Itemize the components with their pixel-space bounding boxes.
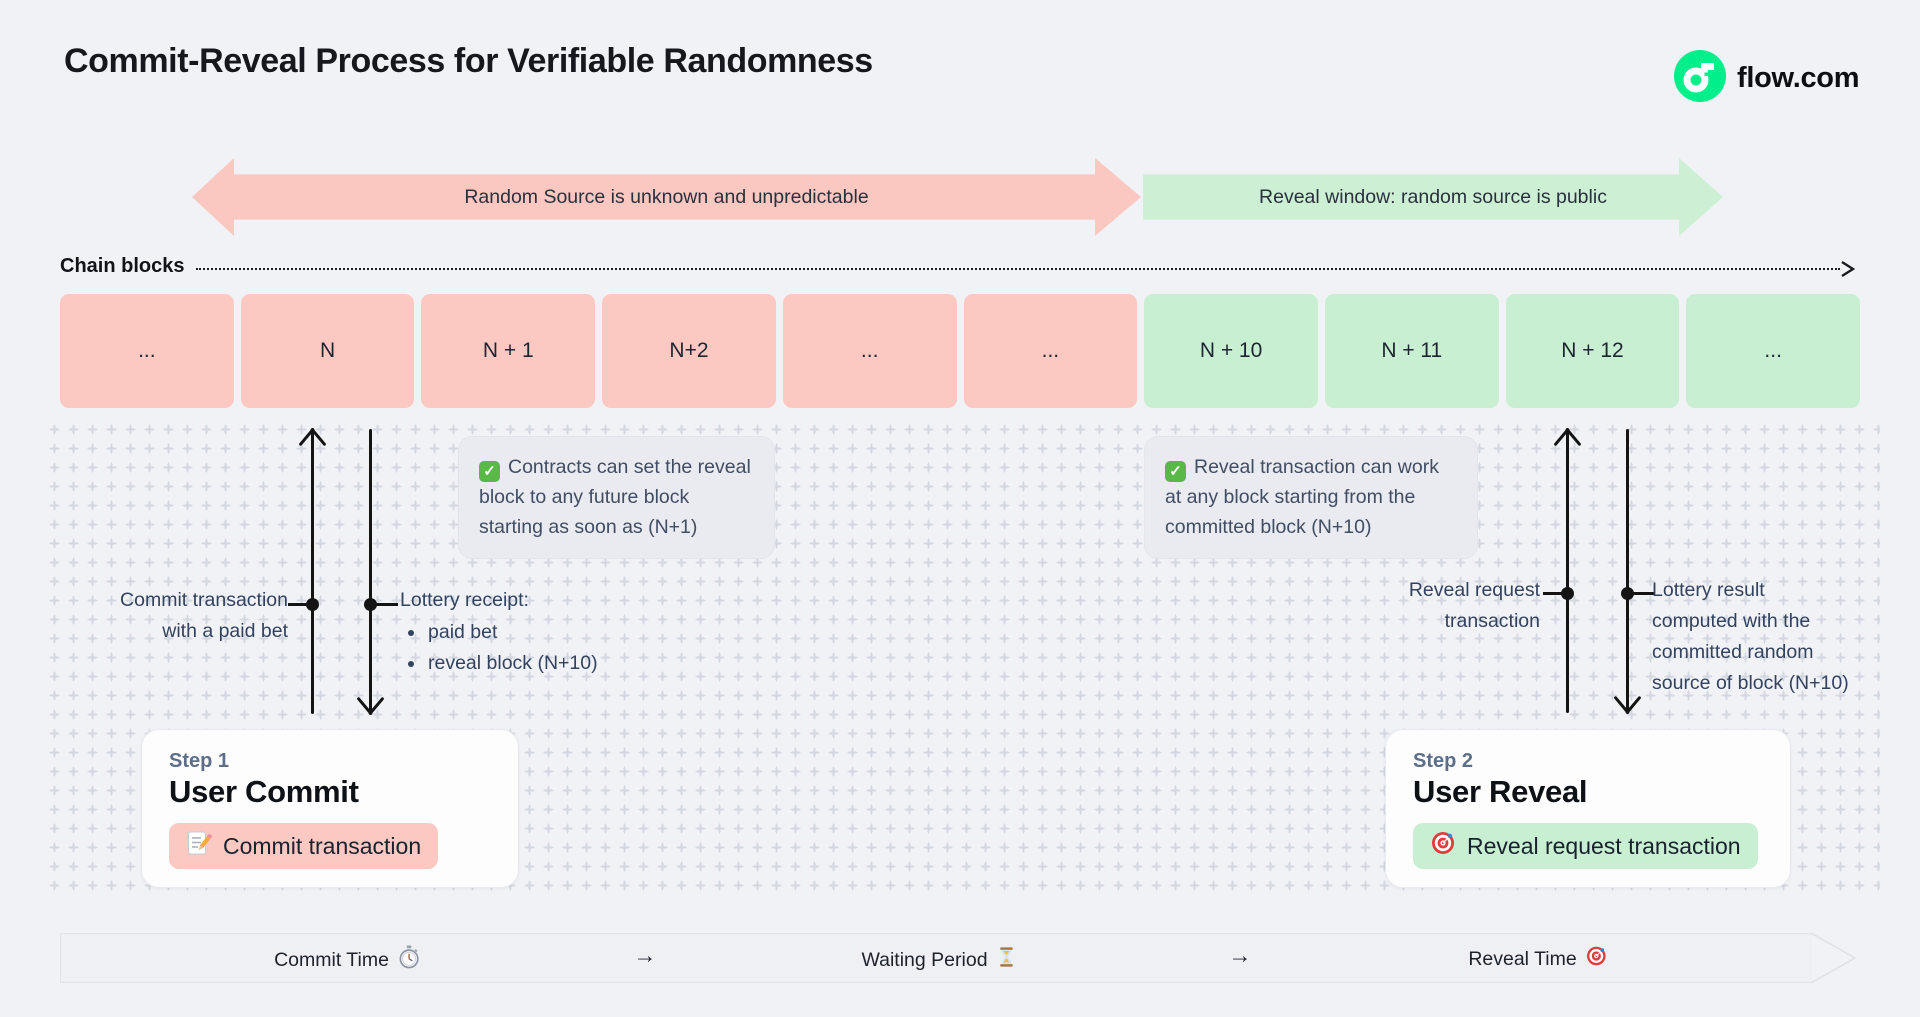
connector-line	[1543, 592, 1567, 595]
chain-block: ...	[60, 294, 234, 408]
commit-transaction-pill: Commit transaction	[169, 823, 439, 869]
chain-block: N + 11	[1324, 294, 1499, 408]
reveal-phase-label: Reveal window: random source is public	[1259, 185, 1607, 208]
chain-block: ...	[963, 294, 1138, 408]
commit-note: Contracts can set the reveal block to an…	[458, 436, 775, 559]
connector-dot	[1561, 587, 1574, 600]
chain-block: N + 1	[421, 294, 596, 408]
reveal-note: Reveal transaction can work at any block…	[1144, 436, 1478, 559]
lottery-receipt-label: Lottery receipt: paid bet reveal block (…	[400, 585, 598, 679]
connector-dot	[306, 598, 319, 611]
chain-blocks-label: Chain blocks	[60, 255, 185, 277]
chain-block-row: ... N N + 1 N+2 ... ... N + 10 N + 11 N …	[60, 294, 1861, 408]
connector-dot	[1621, 587, 1634, 600]
check-icon	[479, 461, 500, 482]
step2-card: Step 2 User Reveal Reveal request transa…	[1385, 729, 1791, 888]
target-icon	[1430, 830, 1456, 862]
check-icon	[1165, 461, 1186, 482]
step1-action-label: Commit transaction	[223, 832, 422, 859]
result-down-arrow	[1613, 429, 1642, 715]
step1-eyebrow: Step 1	[169, 750, 230, 772]
commit-note-text: Contracts can set the reveal block to an…	[479, 456, 751, 539]
brand-name: flow.com	[1737, 62, 1860, 94]
receipt-down-arrow	[356, 429, 385, 716]
commit-phase-label: Random Source is unknown and unpredictab…	[464, 185, 869, 208]
lottery-result-label: Lottery result computed with the committ…	[1652, 579, 1849, 694]
target-icon	[1586, 945, 1608, 973]
flow-logo-icon	[1674, 50, 1726, 107]
reveal-request-pill: Reveal request transaction	[1413, 823, 1758, 869]
receipt-bullet: paid bet	[426, 617, 598, 648]
lottery-receipt-title: Lottery receipt:	[400, 589, 529, 611]
chain-block: N + 12	[1505, 294, 1680, 408]
timeline-arrow: →	[1228, 942, 1252, 968]
timeline-item-waiting-period: Waiting Period	[861, 945, 1016, 975]
timeline-chevron-icon	[1810, 932, 1858, 989]
connector-line	[372, 603, 398, 606]
page-title: Commit-Reveal Process for Verifiable Ran…	[64, 42, 873, 80]
reveal-phase-band: Reveal window: random source is public	[1143, 158, 1723, 236]
timeline-bar	[60, 933, 1812, 983]
chain-dotted-line	[196, 268, 1840, 270]
connector-line	[1629, 592, 1655, 595]
receipt-bullet: reveal block (N+10)	[426, 648, 598, 679]
hourglass-icon	[997, 945, 1017, 975]
chain-block: ...	[782, 294, 957, 408]
step2-action-label: Reveal request transaction	[1467, 832, 1741, 859]
timeline-arrow: →	[633, 942, 657, 968]
connector-line	[288, 603, 312, 606]
timeline-item-reveal-time: Reveal Time	[1468, 945, 1607, 973]
step2-eyebrow: Step 2	[1413, 750, 1474, 772]
chain-block: N	[240, 294, 415, 408]
timeline-item-commit-time: Commit Time	[274, 945, 420, 975]
reveal-request-label: Reveal request transaction	[1408, 579, 1540, 632]
reveal-note-text: Reveal transaction can work at any block…	[1165, 456, 1439, 539]
brand: flow.com	[1674, 50, 1860, 107]
chain-block: N+2	[602, 294, 776, 408]
step1-title: User Commit	[169, 774, 359, 809]
stopwatch-icon	[398, 945, 420, 975]
commit-transaction-label: Commit transaction with a paid bet	[120, 589, 288, 642]
chain-block: ...	[1686, 294, 1861, 408]
step1-card: Step 1 User Commit Commit transaction	[141, 729, 519, 888]
chain-arrowhead-icon	[1840, 260, 1856, 283]
commit-phase-band: Random Source is unknown and unpredictab…	[192, 158, 1141, 236]
memo-icon	[186, 830, 213, 862]
commit-up-arrow	[298, 427, 327, 714]
chain-block: N + 10	[1144, 294, 1318, 408]
reveal-up-arrow	[1553, 427, 1582, 713]
connector-dot	[364, 598, 377, 611]
step2-title: User Reveal	[1413, 774, 1588, 809]
